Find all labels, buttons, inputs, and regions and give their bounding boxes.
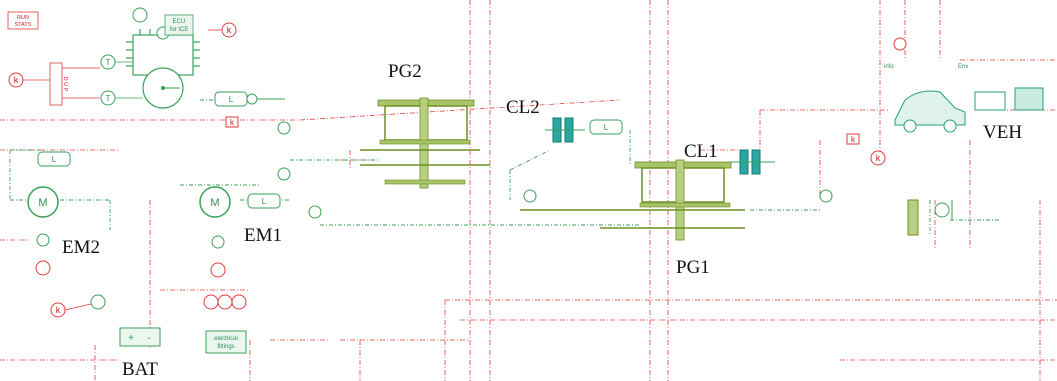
ecu-k-source[interactable]: k [208, 23, 236, 37]
ice-output-inertia[interactable]: L [215, 92, 285, 106]
run-stats-line1: RUN [17, 15, 29, 21]
veh-label: VEH [983, 122, 1022, 143]
veh-k-label: k [876, 153, 881, 163]
em1-inertia-label: L [262, 197, 267, 206]
electrical-line2: fittings [217, 344, 234, 350]
torque-sensor-bottom-label: T [106, 94, 111, 103]
pg1-label: PG1 [676, 257, 710, 278]
vehicle-info-label: info [884, 64, 894, 70]
torque-sensor-top-label: T [106, 58, 111, 67]
electrical-fittings[interactable]: electrical fittings [204, 295, 246, 353]
planetary-gear-pg1[interactable] [520, 160, 745, 240]
ecu-line1: ECU [173, 19, 186, 25]
vehicle-block[interactable]: info Env [884, 38, 1043, 132]
battery-plus: + [128, 333, 134, 344]
em2-label: EM2 [62, 237, 100, 258]
dup-k-label: k [14, 75, 19, 85]
battery-k-source[interactable]: k [51, 295, 105, 317]
run-stats-line2: STATS [15, 22, 32, 28]
battery-k-label: k [56, 305, 61, 315]
cl2-inertia-label: L [604, 123, 609, 132]
em1-label: EM1 [244, 225, 282, 246]
ecu-line2: for ICE [170, 27, 189, 33]
torque-sensor-top[interactable]: T [101, 55, 133, 69]
clutch-cl2[interactable]: L [545, 118, 622, 142]
ecu-for-ice[interactable]: ECU for ICE [165, 15, 193, 35]
veh-k-box[interactable]: k [847, 134, 859, 144]
em2-inertia-label: L [52, 155, 57, 164]
electrical-line1: electrical [214, 336, 238, 342]
em2-m-label: M [38, 197, 47, 209]
vehicle-env-label: Env [958, 64, 968, 70]
ice-output-inertia-label: L [229, 95, 234, 104]
em1-m-label: M [210, 197, 219, 209]
battery-block[interactable]: + - [120, 328, 160, 346]
run-stats-block[interactable]: RUN STATS [8, 12, 38, 29]
dup-label: D U P [62, 77, 68, 92]
pg2-k-box[interactable]: k [226, 117, 238, 127]
mechanical-links [10, 100, 1000, 235]
torque-sensor-bottom[interactable]: T [101, 91, 143, 105]
dup-k-source[interactable]: k [9, 73, 23, 87]
dup-block[interactable]: D U P [22, 63, 100, 105]
veh-k-source[interactable]: k [871, 151, 885, 165]
cl2-label: CL2 [506, 97, 540, 118]
battery-minus: - [147, 333, 150, 344]
pg2-label: PG2 [388, 61, 422, 82]
bat-label: BAT [122, 359, 158, 380]
clutch-cl1[interactable] [730, 150, 775, 174]
cl1-label: CL1 [684, 141, 718, 162]
planetary-gear-pg2[interactable] [360, 98, 490, 188]
ecu-k-label: k [227, 25, 232, 35]
